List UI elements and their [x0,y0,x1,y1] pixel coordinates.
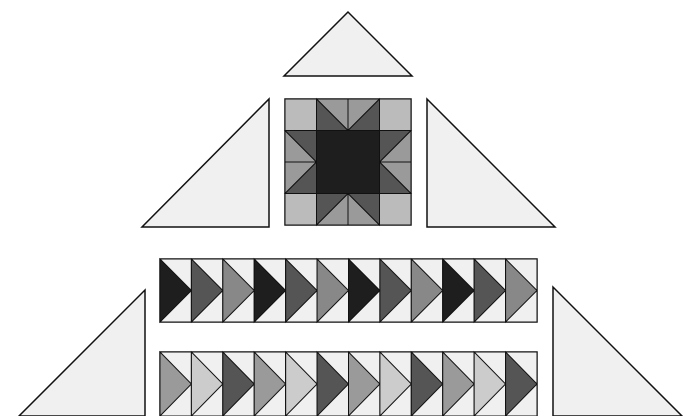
star-center-square [317,131,380,194]
star-block [285,99,411,225]
flying-geese-strip-1 [160,259,537,322]
star-corner-square-2 [380,99,412,131]
star-corner-square-4 [380,194,412,226]
flying-geese-strip-2 [160,352,537,416]
star-corner-square-1 [285,99,317,131]
star-corner-square-3 [285,194,317,226]
